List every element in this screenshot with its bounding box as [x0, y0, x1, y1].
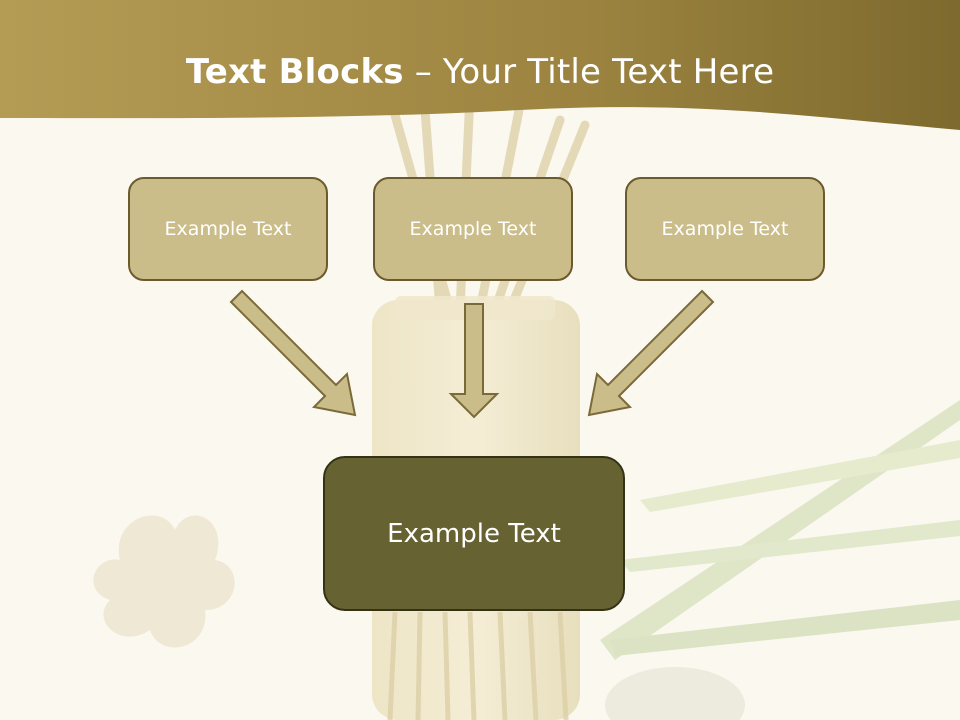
coral-shape — [93, 515, 235, 648]
text-block-top-right: Example Text — [625, 177, 825, 281]
text-block-center-label: Example Text — [387, 518, 561, 549]
text-block-top-left-label: Example Text — [164, 218, 292, 240]
arrow-left — [229, 289, 357, 417]
arrow-center — [448, 303, 500, 419]
arrow-right — [587, 289, 715, 417]
header-band — [0, 0, 960, 130]
title-bold-part: Text Blocks — [185, 52, 404, 92]
title-rest-part: – Your Title Text Here — [403, 52, 775, 92]
text-block-top-right-label: Example Text — [661, 218, 789, 240]
text-block-top-left: Example Text — [128, 177, 328, 281]
text-block-top-center: Example Text — [373, 177, 573, 281]
text-block-center: Example Text — [323, 456, 625, 611]
palm-leaves — [600, 400, 960, 660]
slide-title: Text Blocks – Your Title Text Here — [0, 52, 960, 92]
text-block-top-center-label: Example Text — [409, 218, 537, 240]
